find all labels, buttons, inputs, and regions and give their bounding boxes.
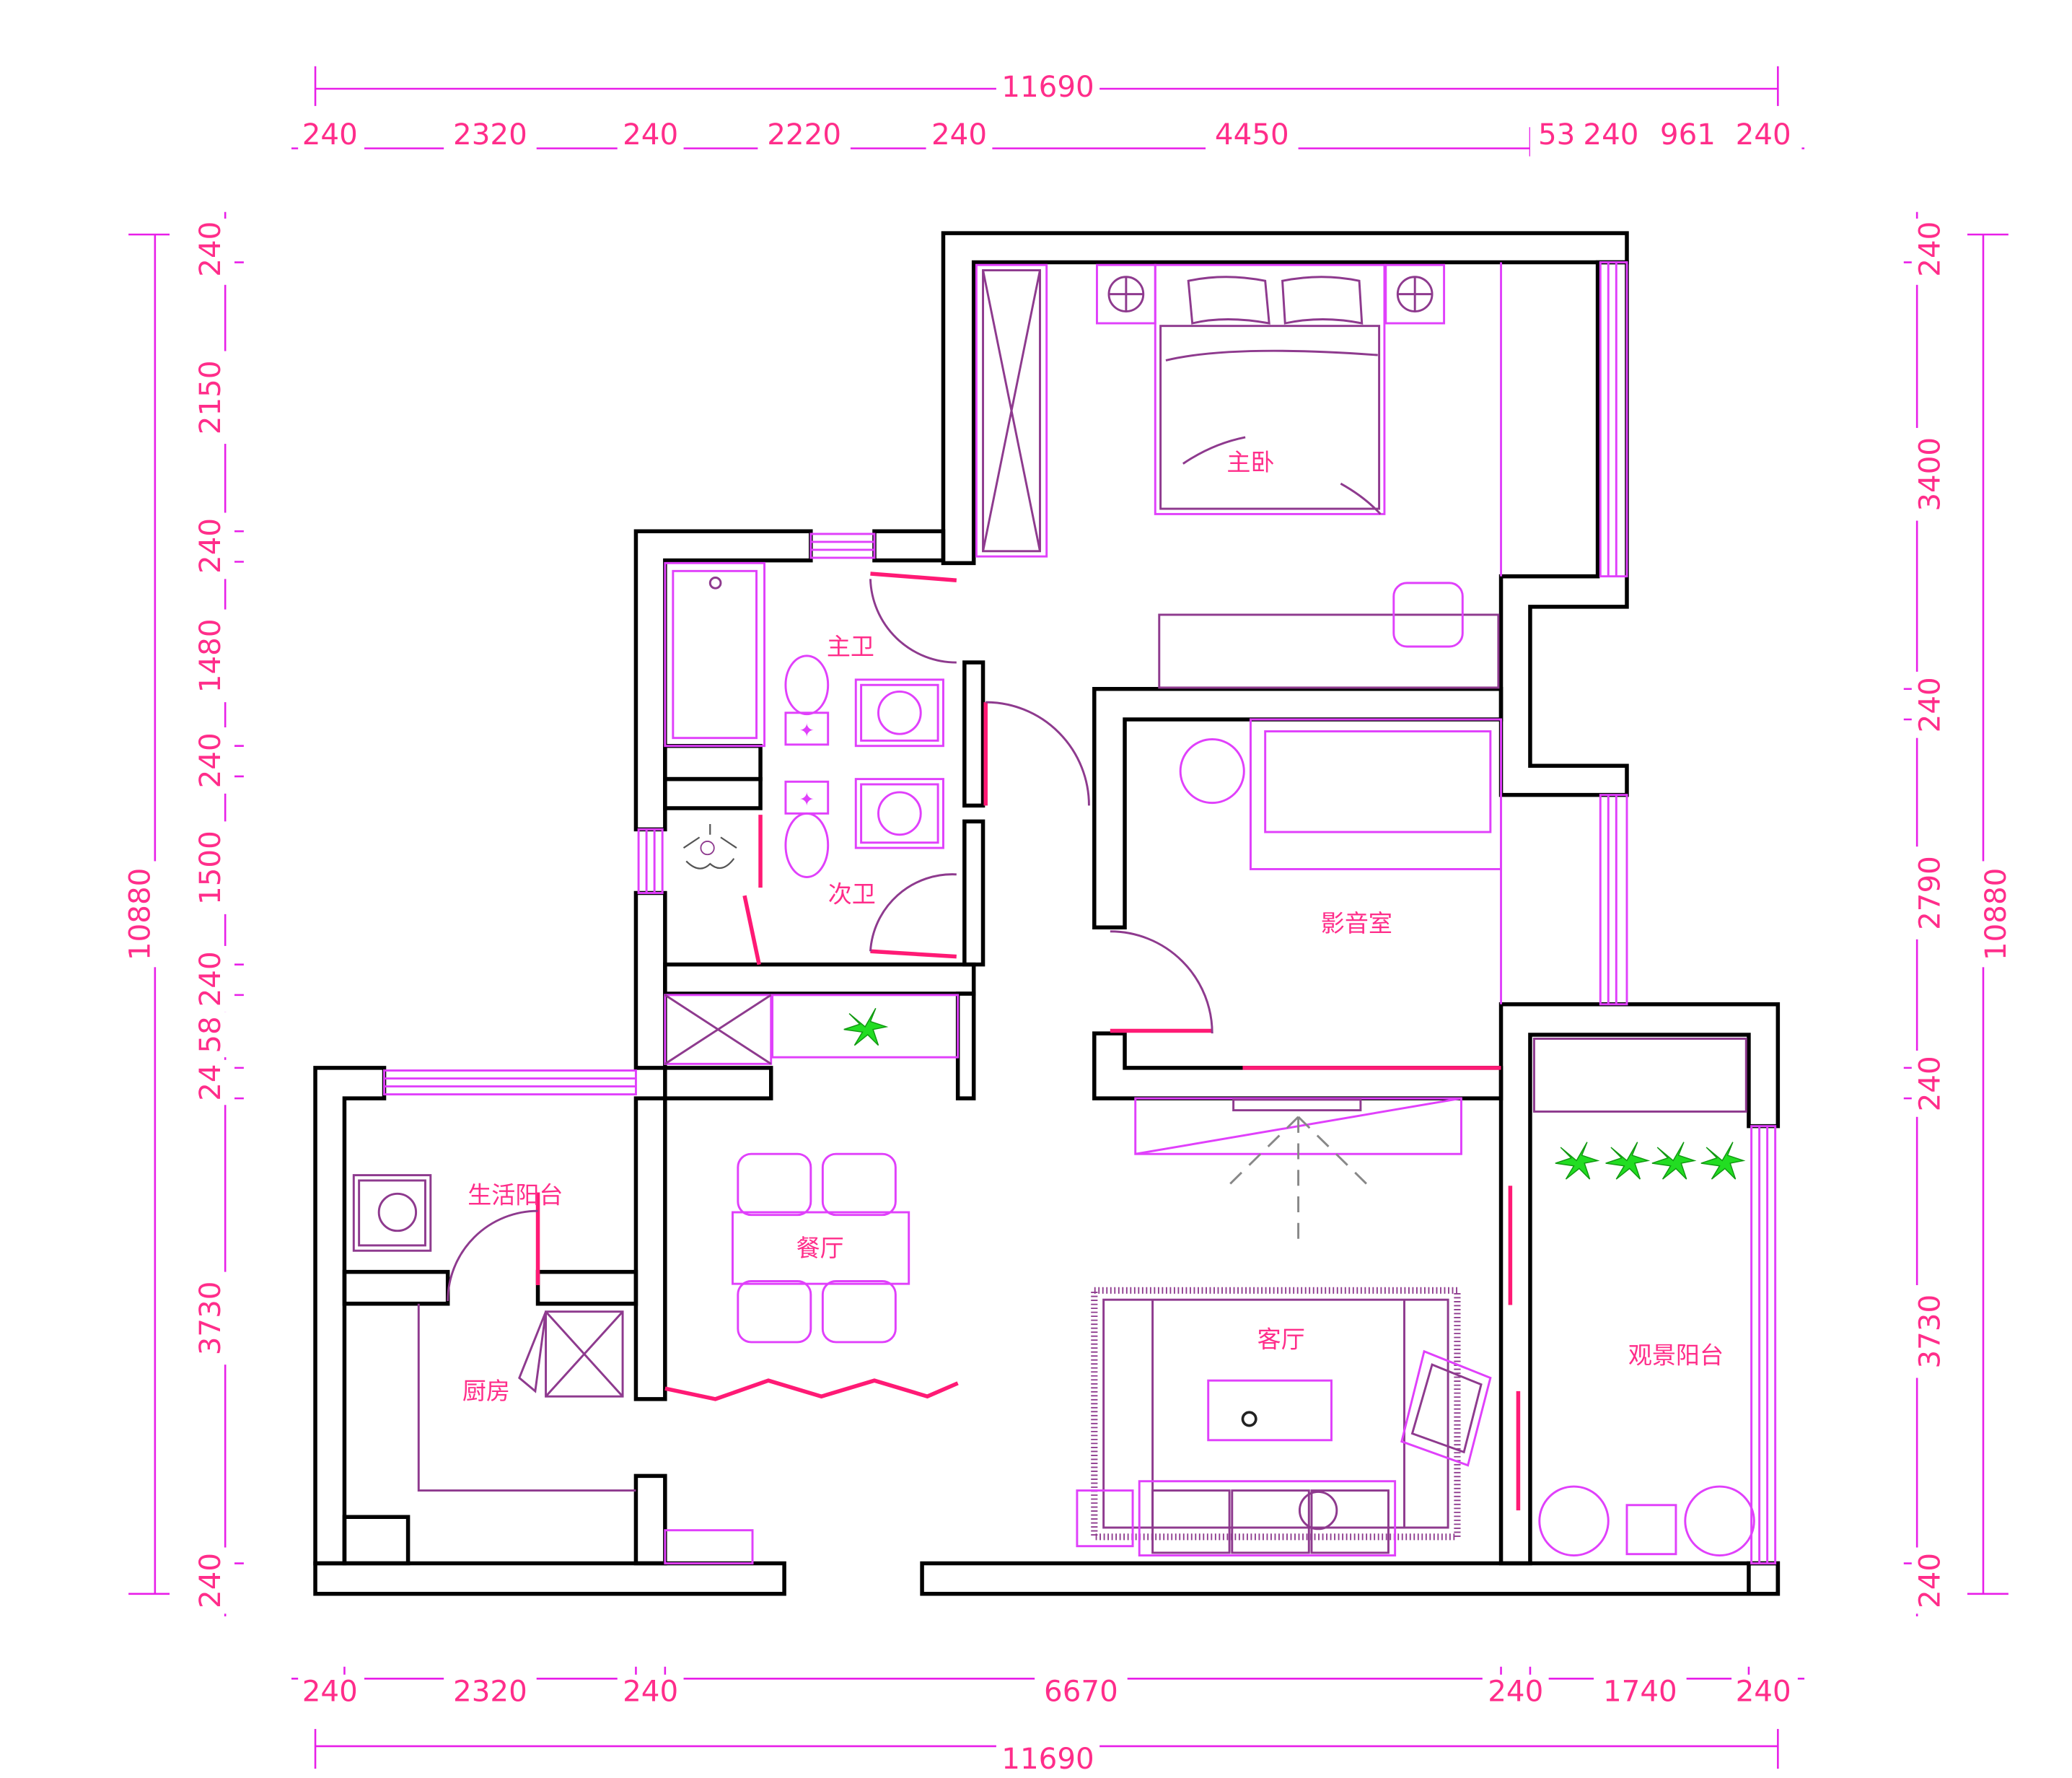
dim-bottom-5: 1740 xyxy=(1603,1674,1677,1708)
dim-left-9: 3730 xyxy=(193,1282,227,1356)
label-dining: 餐厅 xyxy=(796,1234,844,1262)
dim-top-8: 961 xyxy=(1660,118,1716,152)
toilet-master: ✦ xyxy=(784,654,830,746)
doors xyxy=(447,572,1521,1511)
bistro-set xyxy=(1538,1485,1755,1557)
dim-left-total: 10880 xyxy=(123,868,157,960)
dim-top-6: 53 xyxy=(1538,118,1575,152)
dim-right-1: 3400 xyxy=(1913,437,1946,512)
dim-left-2: 240 xyxy=(193,518,227,574)
label-second-bath: 次卫 xyxy=(828,880,876,908)
label-kitchen: 厨房 xyxy=(462,1377,510,1405)
dim-top-9: 240 xyxy=(1736,118,1791,152)
dim-bottom-2: 240 xyxy=(623,1674,678,1708)
dim-left-3: 1480 xyxy=(193,618,227,693)
nightstand-right xyxy=(1384,263,1446,325)
dim-top-1: 2320 xyxy=(453,118,527,152)
dim-top-2: 240 xyxy=(623,118,678,152)
dimension-lines xyxy=(128,66,2009,1769)
dim-top-7: 240 xyxy=(1583,118,1638,152)
label-media-room: 影音室 xyxy=(1321,909,1392,937)
sink-second xyxy=(854,778,944,849)
dim-bottom-6: 240 xyxy=(1736,1674,1791,1708)
shoe-cabinet xyxy=(664,1529,754,1565)
bathtub xyxy=(664,561,766,748)
dim-left-10: 240 xyxy=(193,1553,227,1608)
side-table xyxy=(1076,1489,1134,1548)
nightstand-left xyxy=(1096,263,1156,325)
wardrobe xyxy=(975,263,1048,558)
dim-left-8: 24 xyxy=(193,1064,227,1100)
shower-icon xyxy=(682,824,737,870)
svg-text:✦: ✦ xyxy=(799,789,815,810)
label-view-balcony: 观景阳台 xyxy=(1628,1341,1724,1370)
double-bed xyxy=(1154,263,1386,515)
dim-left-7: 58 xyxy=(193,1016,227,1053)
toilet-second: ✦ xyxy=(784,780,830,878)
dim-right-6: 240 xyxy=(1913,1553,1946,1608)
label-master-bedroom: 主卧 xyxy=(1226,448,1274,476)
dim-right-3: 2790 xyxy=(1913,856,1946,930)
kitchen-fridge xyxy=(518,1310,624,1398)
dim-top-3: 2220 xyxy=(767,118,841,152)
label-living: 客厅 xyxy=(1257,1326,1305,1354)
dim-right-2: 240 xyxy=(1913,677,1946,732)
walls xyxy=(313,231,1781,1596)
dim-right-total: 10880 xyxy=(1979,868,2013,960)
dim-left-1: 2150 xyxy=(193,360,227,434)
tv-projection xyxy=(1224,1116,1372,1245)
dim-bottom-1: 2320 xyxy=(453,1674,527,1708)
washing-machine xyxy=(352,1174,432,1252)
media-sofa xyxy=(1250,718,1503,870)
dim-top-0: 240 xyxy=(302,118,358,152)
dim-right-4: 240 xyxy=(1913,1056,1946,1111)
chair xyxy=(1392,582,1464,648)
sink-master xyxy=(854,678,944,748)
label-utility-balcony: 生活阳台 xyxy=(467,1181,563,1209)
plant-icon xyxy=(1651,1142,1697,1180)
dim-top-total: 11690 xyxy=(1001,70,1094,104)
sofa xyxy=(1138,1480,1397,1557)
balcony-ledge xyxy=(1532,1038,1747,1113)
dim-top-5: 4450 xyxy=(1215,118,1289,152)
living-rug xyxy=(1091,1287,1461,1541)
furniture: ✦ ✦ xyxy=(352,262,1755,1565)
dim-bottom-3: 6670 xyxy=(1044,1674,1118,1708)
dim-left-0: 240 xyxy=(193,222,227,277)
label-master-bath: 主卫 xyxy=(827,632,874,660)
plant-icon xyxy=(1555,1142,1600,1180)
cabinet xyxy=(664,994,773,1065)
dim-bottom-4: 240 xyxy=(1488,1674,1543,1708)
dimension-texts: 11690 240 2320 240 2220 240 4450 53 240 … xyxy=(121,69,2018,1778)
dim-left-6: 240 xyxy=(193,951,227,1007)
dim-left-4: 240 xyxy=(193,732,227,788)
dim-top-4: 240 xyxy=(931,118,987,152)
windows xyxy=(383,261,1777,1565)
kitchen-counter xyxy=(417,1303,636,1492)
plant-icon xyxy=(1605,1142,1651,1180)
dim-bottom-total: 11690 xyxy=(1001,1742,1094,1776)
dim-right-0: 240 xyxy=(1913,222,1946,277)
dim-right-5: 3730 xyxy=(1913,1295,1946,1369)
desk xyxy=(1158,613,1500,689)
dining-set xyxy=(732,1152,910,1344)
dim-bottom-0: 240 xyxy=(302,1674,358,1708)
coffee-table xyxy=(1207,1379,1333,1442)
plants xyxy=(843,1007,1746,1180)
plant-icon xyxy=(843,1007,889,1046)
plant-icon xyxy=(1700,1142,1746,1180)
round-table xyxy=(1179,738,1245,805)
room-labels: 主卧 主卫 次卫 影音室 生活阳台 餐厅 厨房 客厅 观景阳台 xyxy=(462,448,1724,1405)
dim-left-5: 1500 xyxy=(193,831,227,905)
counter xyxy=(771,994,960,1059)
armchair xyxy=(1400,1349,1492,1467)
svg-text:✦: ✦ xyxy=(799,720,815,742)
